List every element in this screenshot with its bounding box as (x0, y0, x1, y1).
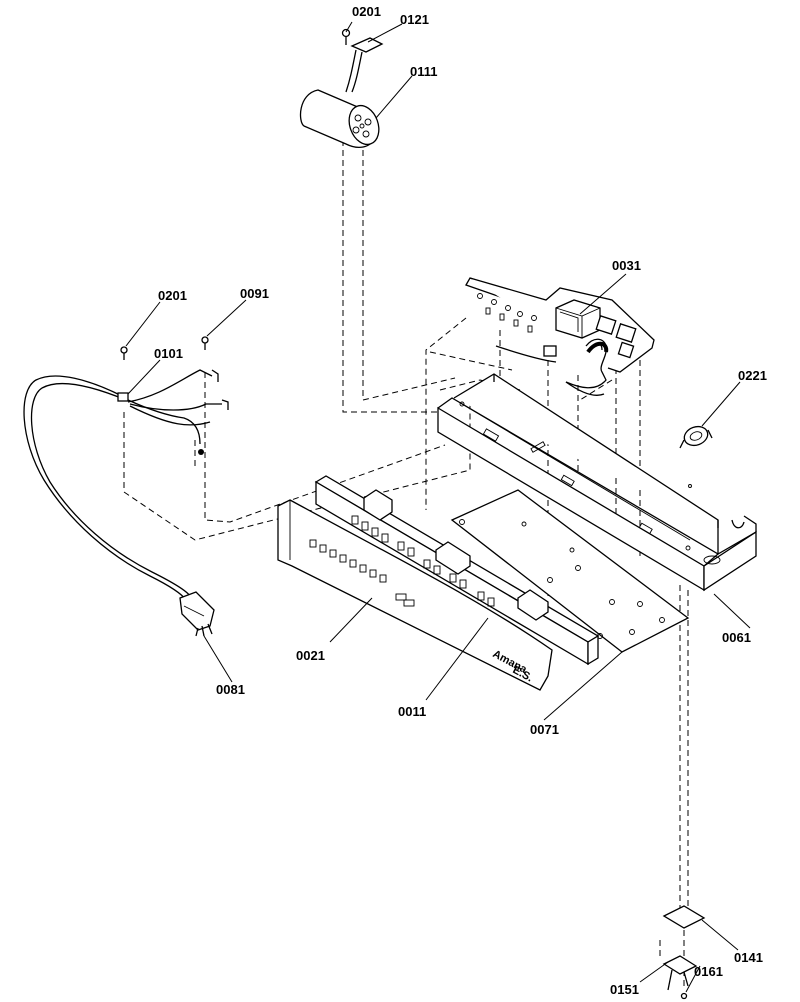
power-cord-harness (23, 336, 229, 637)
label-0081: 0081 (216, 682, 245, 697)
mounting-plate (450, 489, 690, 653)
label-0121: 0121 (400, 12, 429, 27)
label-0201-left: 0201 (158, 288, 187, 303)
panel-keys (309, 539, 415, 607)
label-0221: 0221 (738, 368, 767, 383)
part-labels: 0201 0121 0111 0031 0201 0091 0101 0221 … (154, 4, 767, 997)
label-0031: 0031 (612, 258, 641, 273)
bottom-parts (662, 905, 706, 1000)
clip-part (679, 425, 713, 449)
label-0101: 0101 (154, 346, 183, 361)
label-0151: 0151 (610, 982, 639, 997)
label-0011: 0011 (398, 704, 426, 719)
label-0111: 0111 (410, 64, 438, 79)
label-0201-top: 0201 (352, 4, 381, 19)
capacitor-assembly (299, 28, 384, 149)
control-board (465, 277, 655, 396)
label-0021: 0021 (296, 648, 325, 663)
label-0141: 0141 (734, 950, 763, 965)
label-0091: 0091 (240, 286, 269, 301)
front-panel: Amana E.S. (277, 499, 553, 691)
label-0061: 0061 (722, 630, 751, 645)
button-slots (351, 515, 495, 607)
label-0161: 0161 (694, 964, 723, 979)
label-0071: 0071 (530, 722, 559, 737)
leader-lines (125, 21, 751, 993)
button-holder (314, 475, 600, 666)
housing-tray (437, 373, 757, 592)
